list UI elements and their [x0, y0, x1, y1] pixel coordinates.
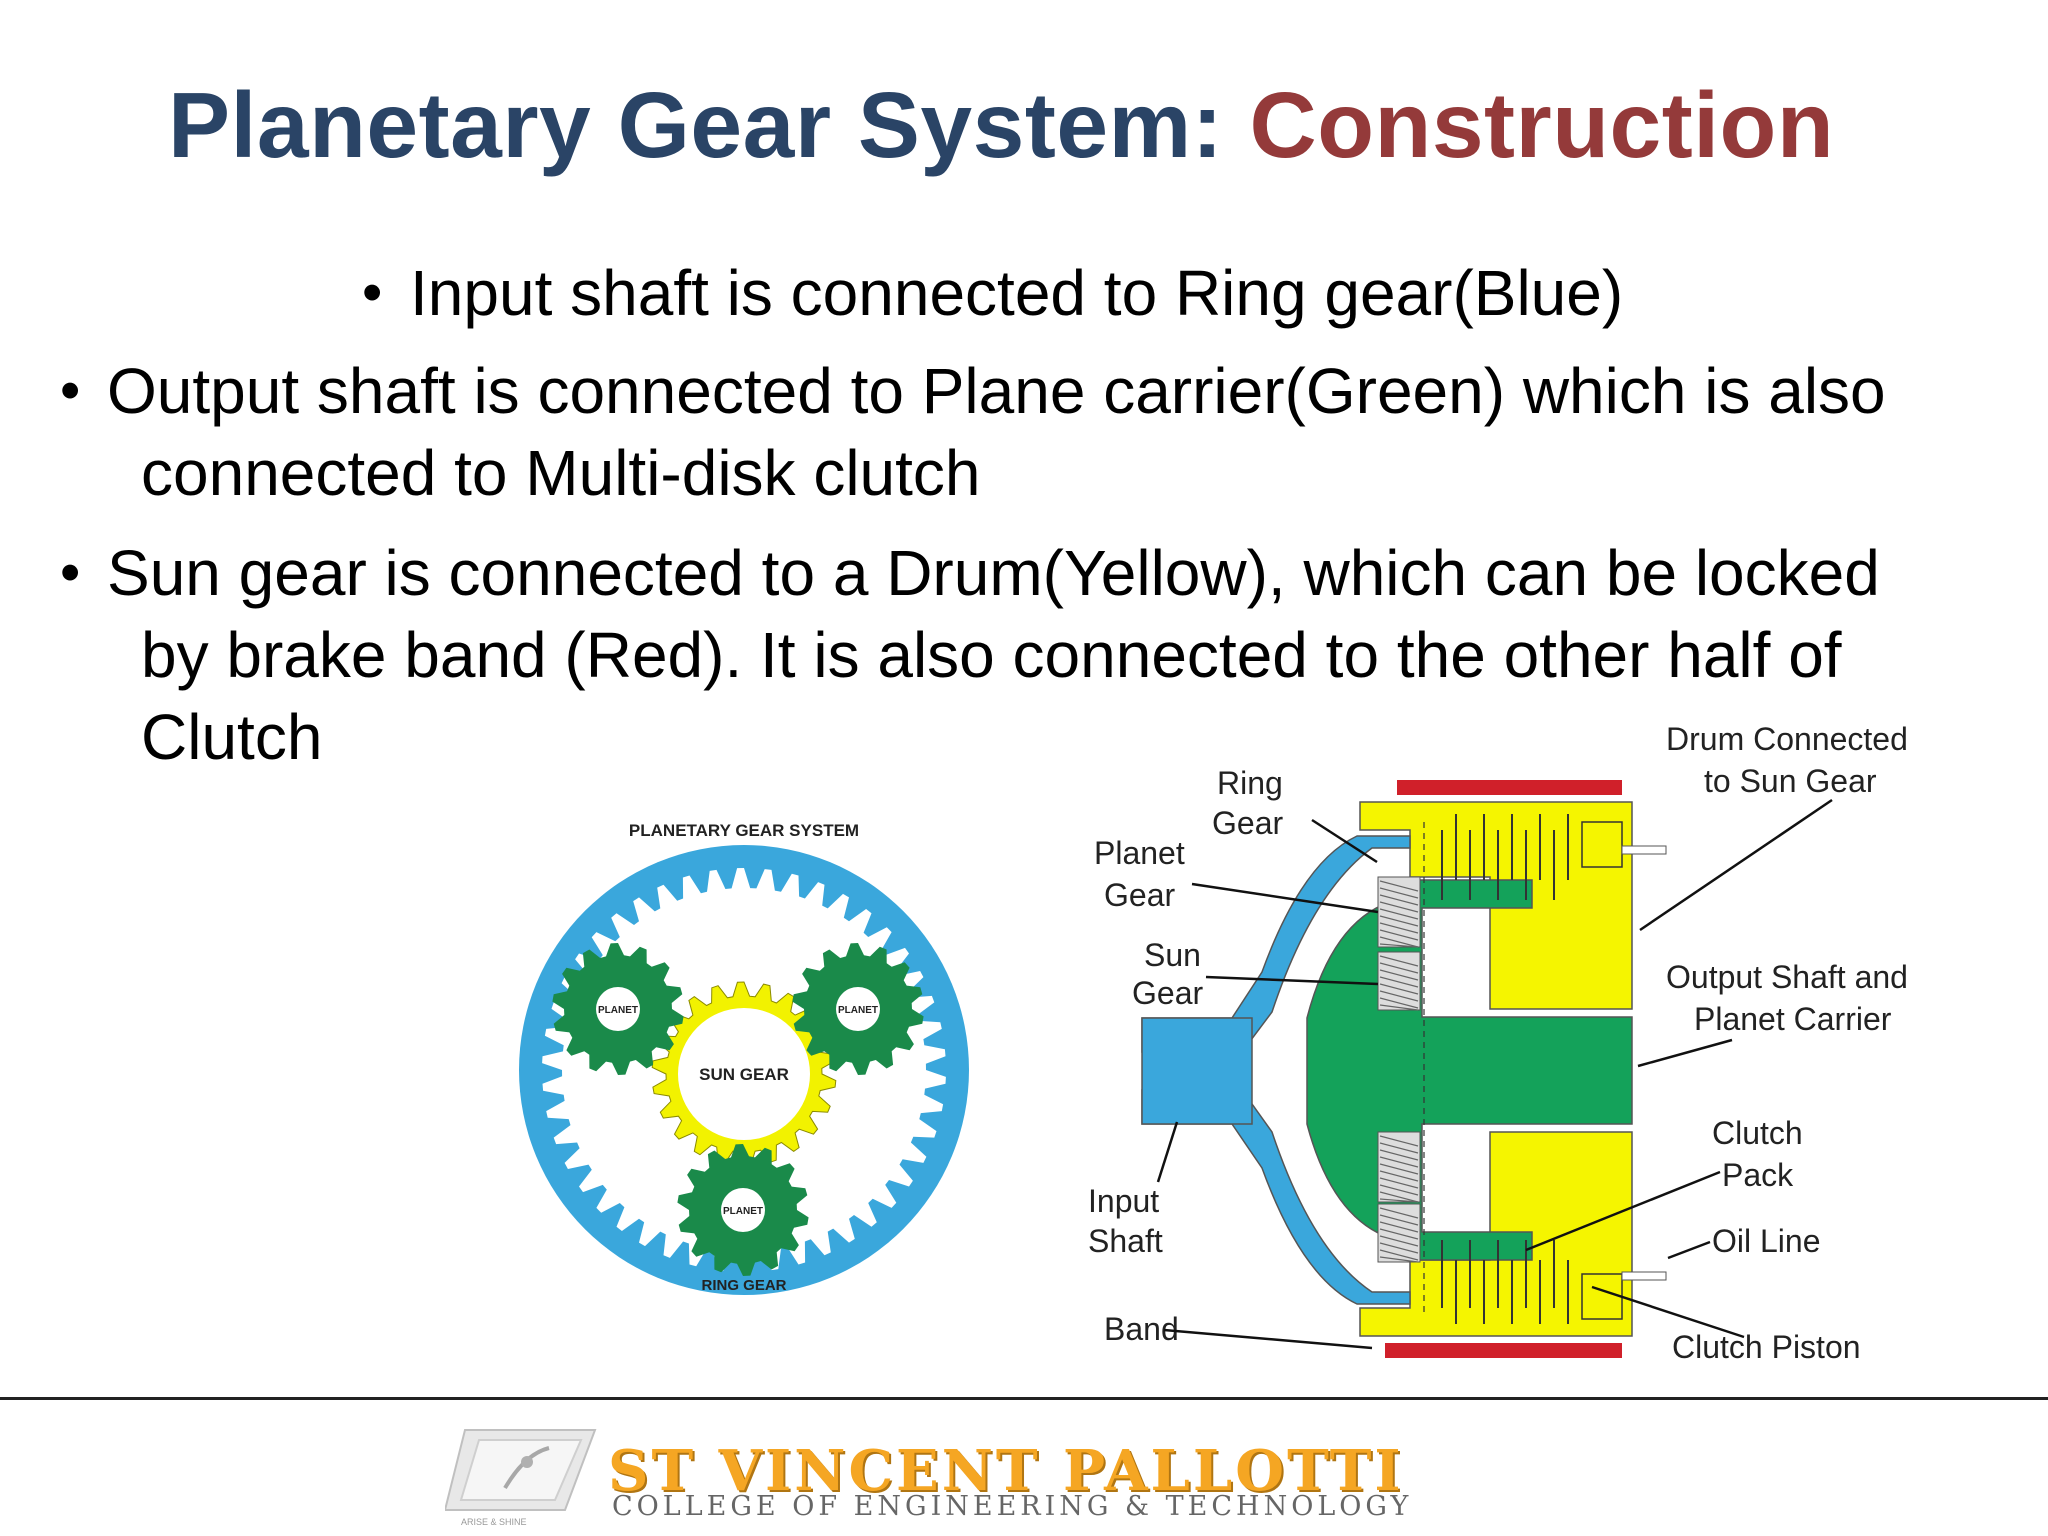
clutch-plates-lower [1441, 1240, 1569, 1324]
bullet-marker: • [60, 540, 81, 605]
clutch-piston-upper [1581, 821, 1623, 868]
hatch-line [1379, 997, 1419, 1009]
label-input-shaft-1: Input [1088, 1183, 1159, 1219]
institution-subtitle: COLLEGE OF ENGINEERING & TECHNOLOGY [612, 1491, 1413, 1522]
hatch-line [1379, 915, 1419, 927]
clutch-plates-upper [1441, 814, 1569, 900]
sun-gear-label: SUN GEAR [699, 1065, 789, 1084]
hatch-line [1379, 1207, 1419, 1219]
input-shaft [1141, 1017, 1253, 1125]
hatch-line [1379, 1149, 1419, 1161]
label-drum-2: to Sun Gear [1704, 763, 1877, 799]
planet-label-left: PLANET [598, 1005, 638, 1016]
label-sun-gear-2: Gear [1132, 975, 1203, 1011]
label-input-shaft-2: Shaft [1088, 1223, 1163, 1259]
slide-title: Planetary Gear System: Construction [168, 72, 1834, 179]
hatch-line [1379, 1170, 1419, 1182]
logo-motto: ARISE & SHINE [461, 1517, 527, 1527]
planet-gear-upper [1377, 876, 1421, 948]
hatch-line [1379, 1235, 1419, 1247]
label-clutch-piston: Clutch Piston [1672, 1329, 1861, 1365]
label-drum-1: Drum Connected [1666, 721, 1908, 757]
hatch-line [1379, 1177, 1419, 1189]
hatch-line [1379, 1135, 1419, 1147]
label-planet-gear-1: Planet [1094, 835, 1185, 871]
bullet-3-line-3: Clutch [141, 701, 323, 773]
label-clutch-pack-1: Clutch [1712, 1115, 1803, 1151]
hatch-line [1379, 894, 1419, 906]
label-oil-line: Oil Line [1712, 1223, 1821, 1259]
bullet-2-line-2: connected to Multi-disk clutch [141, 437, 981, 509]
planet-hub-right [836, 987, 880, 1031]
label-ring-gear-1: Ring [1217, 765, 1283, 801]
label-output-1: Output Shaft and [1666, 959, 1908, 995]
title-accent: Construction [1249, 73, 1835, 177]
bullet-3-line-2: by brake band (Red). It is also connecte… [141, 619, 1842, 691]
hatch-line [1379, 929, 1419, 941]
ring-gear-housing [1141, 835, 1411, 1053]
sun-gear-hub [678, 1008, 810, 1140]
hatch-line [1379, 1221, 1419, 1233]
hatch-line [1379, 1156, 1419, 1168]
hatch-line [1379, 1249, 1419, 1261]
hatch-line [1379, 1256, 1419, 1263]
brake-band-top [1397, 780, 1622, 795]
ring-gear-label: RING GEAR [701, 1277, 786, 1294]
planet-gear-lower [1377, 1131, 1421, 1203]
institution-name: ST VINCENT PALLOTTI [608, 1438, 1404, 1504]
sun-gear-upper [1377, 951, 1421, 1011]
hatch-line [1379, 1242, 1419, 1254]
sun-gear-lower [1377, 1203, 1421, 1263]
planet-label-right: PLANET [838, 1005, 878, 1016]
hatch-line [1379, 880, 1419, 892]
hatch-line [1379, 1142, 1419, 1154]
planet-hub-left [596, 987, 640, 1031]
hatch-line [1379, 1004, 1419, 1011]
hatch-line [1379, 908, 1419, 920]
hatch-line [1379, 1214, 1419, 1226]
gearbox-cross-section-diagram: Ring Gear Planet Gear Sun Gear Input Sha… [1088, 721, 1908, 1365]
bullet-marker: • [60, 358, 81, 423]
college-logo: ARISE & SHINE [445, 1429, 597, 1527]
hatch-line [1379, 969, 1419, 981]
title-main: Planetary Gear System: [168, 73, 1250, 177]
oil-line-upper [1621, 845, 1667, 855]
label-ring-gear-2: Gear [1212, 805, 1283, 841]
hatch-line [1379, 1163, 1419, 1175]
planet-hub-bottom [721, 1188, 765, 1232]
hatch-line [1379, 990, 1419, 1002]
bullet-2-line-1: Output shaft is connected to Plane carri… [107, 355, 1886, 427]
left-diagram-title: PLANETARY GEAR SYSTEM [629, 821, 859, 840]
hatch-line [1379, 901, 1419, 913]
planetary-gear-diagram: PLANETARY GEAR SYSTEM SUN GEAR PLANET PL… [519, 821, 969, 1295]
oil-line-lower [1621, 1271, 1667, 1281]
hatch-line [1379, 1191, 1419, 1203]
hatch-line [1379, 955, 1419, 967]
hatch-line [1379, 887, 1419, 899]
label-output-2: Planet Carrier [1694, 1001, 1892, 1037]
hatch-line [1379, 943, 1419, 948]
label-planet-gear-2: Gear [1104, 877, 1175, 913]
bullet-3-line-1: Sun gear is connected to a Drum(Yellow),… [107, 537, 1880, 609]
hatch-line [1379, 976, 1419, 988]
hatch-line [1379, 983, 1419, 995]
gear-hatching [1379, 880, 1419, 1263]
leader-arrows [1156, 798, 1833, 1350]
hatch-line [1379, 1198, 1419, 1203]
footer-divider [0, 1397, 2048, 1400]
label-clutch-pack-2: Pack [1722, 1157, 1794, 1193]
hatch-line [1379, 1184, 1419, 1196]
hatch-line [1379, 962, 1419, 974]
bullet-1-line-1: Input shaft is connected to Ring gear(Bl… [410, 257, 1624, 329]
label-band: Band [1104, 1311, 1179, 1347]
hatch-line [1379, 936, 1419, 948]
hatch-line [1379, 1228, 1419, 1240]
brake-band-bottom [1385, 1343, 1622, 1358]
label-sun-gear-1: Sun [1144, 937, 1201, 973]
planet-label-bottom: PLANET [723, 1206, 763, 1217]
hatch-line [1379, 922, 1419, 934]
bullet-marker: • [362, 260, 383, 325]
